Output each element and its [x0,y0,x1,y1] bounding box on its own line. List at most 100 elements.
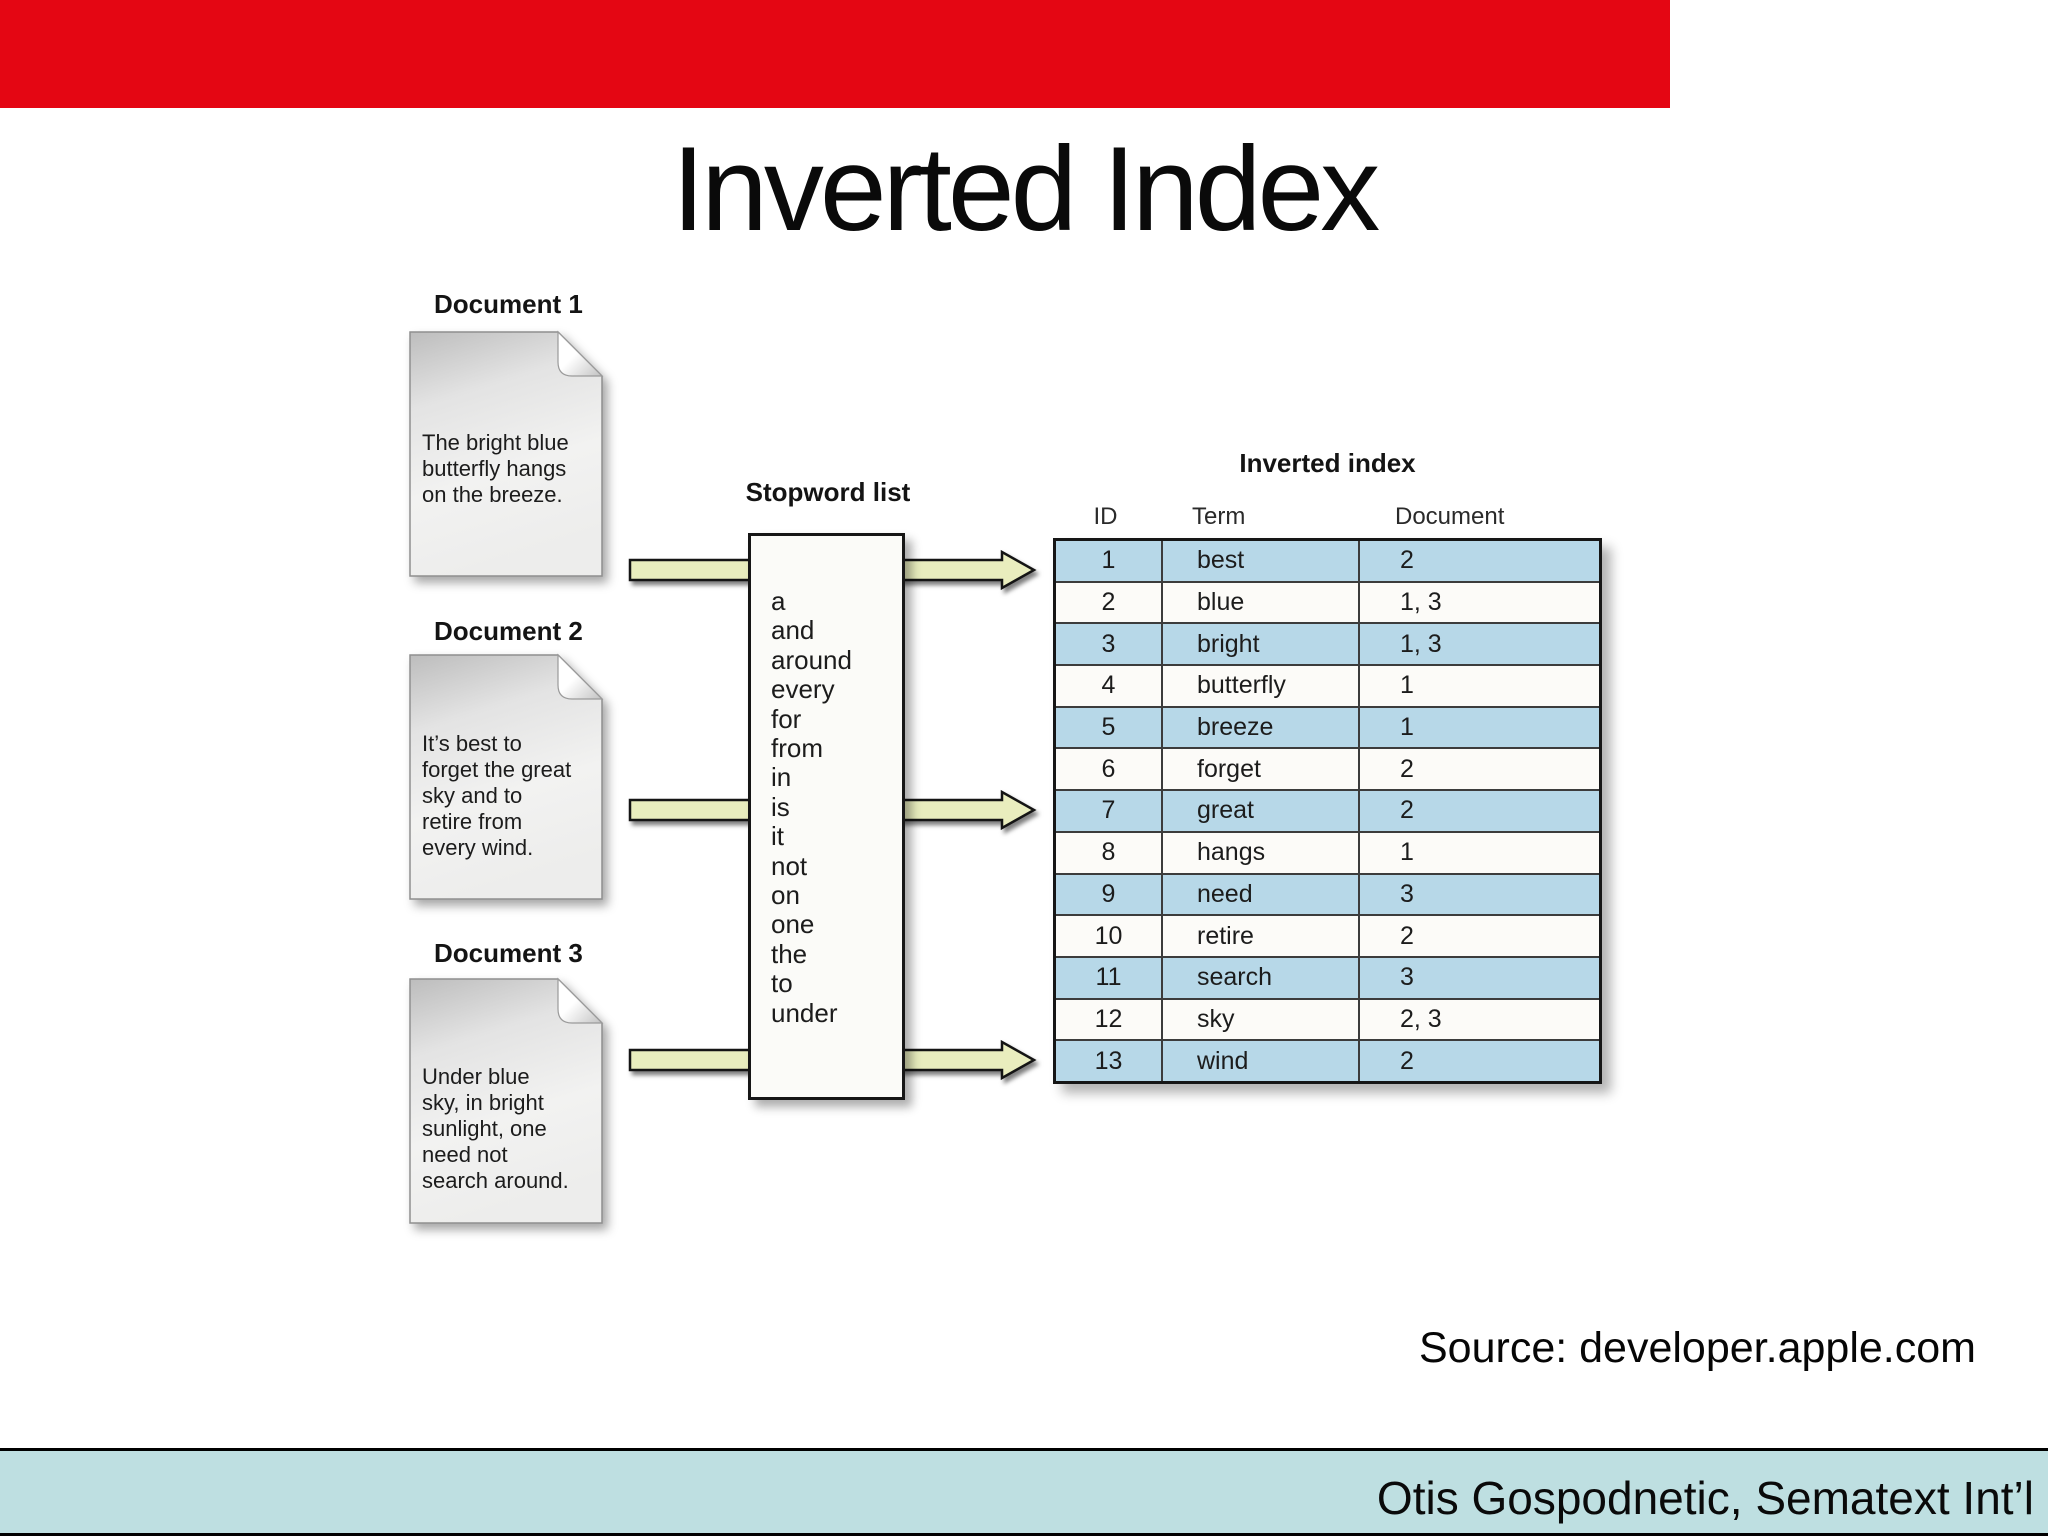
document-page-icon [409,330,604,577]
text-line: It’s best to [422,731,522,756]
table-cell: 1 [1358,666,1599,706]
column-header-document: Document [1395,503,1505,530]
text-line: is [771,791,790,822]
stopword-list-title: Stopword list [745,477,911,507]
text-line: the [771,938,808,969]
footer-bar: Otis Gospodnetic, Sematext Int’l [0,1448,2048,1536]
table-cell: 2 [1358,541,1599,581]
text-line: for [771,703,802,734]
table-cell: 8 [1101,838,1116,867]
table-cell: 1, 3 [1358,582,1599,623]
text-line: not [771,850,808,881]
table-cell: 13 [1094,1046,1123,1075]
table-cell: retire [1161,916,1358,956]
table-cell: search [1161,957,1358,998]
text-line: it [771,821,784,852]
text-line: retire from [422,809,523,834]
table-cell: 9 [1101,879,1116,908]
column-header-id: ID [1093,503,1118,530]
text-line: one [771,909,815,940]
table-cell: 6 [1101,754,1116,783]
table-cell: 5 [1101,713,1116,742]
table-cell: blue [1161,582,1358,623]
footer-credit: Otis Gospodnetic, Sematext Int’l [1376,1472,2034,1524]
table-cell: 3 [1358,874,1599,915]
table-cell: 10 [1094,921,1123,950]
text-line: sky, in bright [422,1090,544,1115]
text-line: around [771,644,852,675]
table-cell: 2 [1358,791,1599,831]
text-line: on [771,880,800,911]
table-cell: breeze [1161,707,1358,748]
text-line: every [771,674,835,705]
text-line: under [771,997,838,1028]
table-cell: 11 [1095,963,1122,992]
table-cell: 2 [1101,588,1116,617]
table-cell: 1, 3 [1358,624,1599,665]
text-line: forget the great [422,757,572,782]
text-line: on the breeze. [422,482,563,507]
column-header-term: Term [1192,503,1246,530]
document-page-icon [409,977,604,1224]
document-2-label: Document 2 [434,616,583,646]
table-cell: 7 [1101,796,1116,825]
inverted-index-title: Inverted index [1239,448,1416,478]
text-line: Under blue [422,1064,530,1089]
text-line: need not [422,1142,508,1167]
document-3-label: Document 3 [434,938,583,968]
table-cell: 2 [1358,916,1599,956]
text-line: a [771,586,786,616]
table-cell: great [1161,791,1358,831]
page-title: Inverted Index [671,122,1381,256]
table-cell: 1 [1358,832,1599,873]
text-line: every wind. [422,835,534,860]
table-cell: 1 [1101,546,1116,575]
text-line: sunlight, one [422,1116,547,1141]
text-line: sky and to [422,783,523,808]
table-cell: 2, 3 [1358,999,1599,1040]
table-cell: 3 [1358,957,1599,998]
text-line: to [771,968,793,999]
text-line: The bright blue [422,430,569,455]
document-page-icon [409,653,604,900]
table-cell: wind [1161,1041,1358,1081]
table-cell: 3 [1101,629,1116,658]
table-cell: bright [1161,624,1358,665]
table-cell: 2 [1358,1041,1599,1081]
text-line: in [771,762,792,793]
top-red-bar [0,0,1670,108]
text-line: from [771,733,823,764]
text-line: and [771,615,815,646]
table-cell: best [1161,541,1358,581]
table-cell: sky [1161,999,1358,1040]
table-cell: butterfly [1161,666,1358,706]
table-cell: 12 [1094,1004,1123,1033]
source-note: Source: developer.apple.com [1419,1324,1976,1372]
table-cell: 2 [1358,749,1599,790]
table-cell: 1 [1358,707,1599,748]
table-cell: need [1161,874,1358,915]
table-cell: forget [1161,749,1358,790]
text-line: butterfly hangs [422,456,567,481]
text-line: search around. [422,1168,569,1193]
